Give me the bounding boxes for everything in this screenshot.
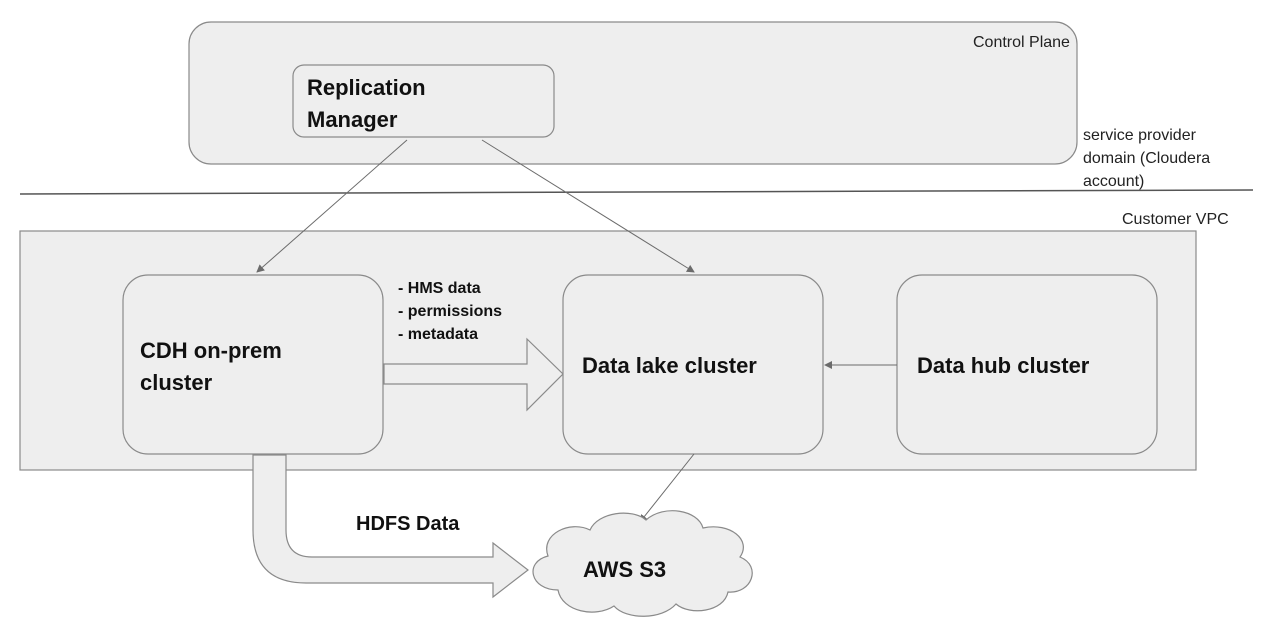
cdh-to-datalake-block-arrow: [383, 337, 564, 412]
customer-vpc-label: Customer VPC: [1122, 211, 1229, 228]
migration-items-label: - HMS data - permissions - metadata: [398, 280, 506, 343]
data-hub-cluster-label: Data hub cluster: [917, 353, 1090, 378]
replication-manager-box: [292, 64, 555, 138]
rm-to-datalake-arrow: [481, 139, 695, 273]
service-provider-label: service provider domain (Cloudera accoun…: [1083, 127, 1215, 190]
data-lake-cluster-label: Data lake cluster: [582, 353, 757, 378]
control-plane-label: Control Plane: [973, 34, 1070, 51]
domain-divider: [19, 189, 1254, 195]
replication-manager-label: Replication Manager: [307, 75, 432, 132]
hdfs-data-label: HDFS Data: [356, 513, 460, 535]
cdh-cluster-box: [122, 274, 384, 455]
rm-to-cdh-arrow: [256, 139, 408, 273]
aws-s3-cloud: [532, 510, 753, 617]
hdfs-block-arrow: [252, 454, 529, 599]
cdh-cluster-label: CDH on-prem cluster: [140, 338, 288, 395]
aws-s3-label: AWS S3: [583, 557, 666, 582]
data-lake-cluster-box: [562, 274, 824, 455]
datalake-to-s3-arrow: [639, 453, 695, 523]
